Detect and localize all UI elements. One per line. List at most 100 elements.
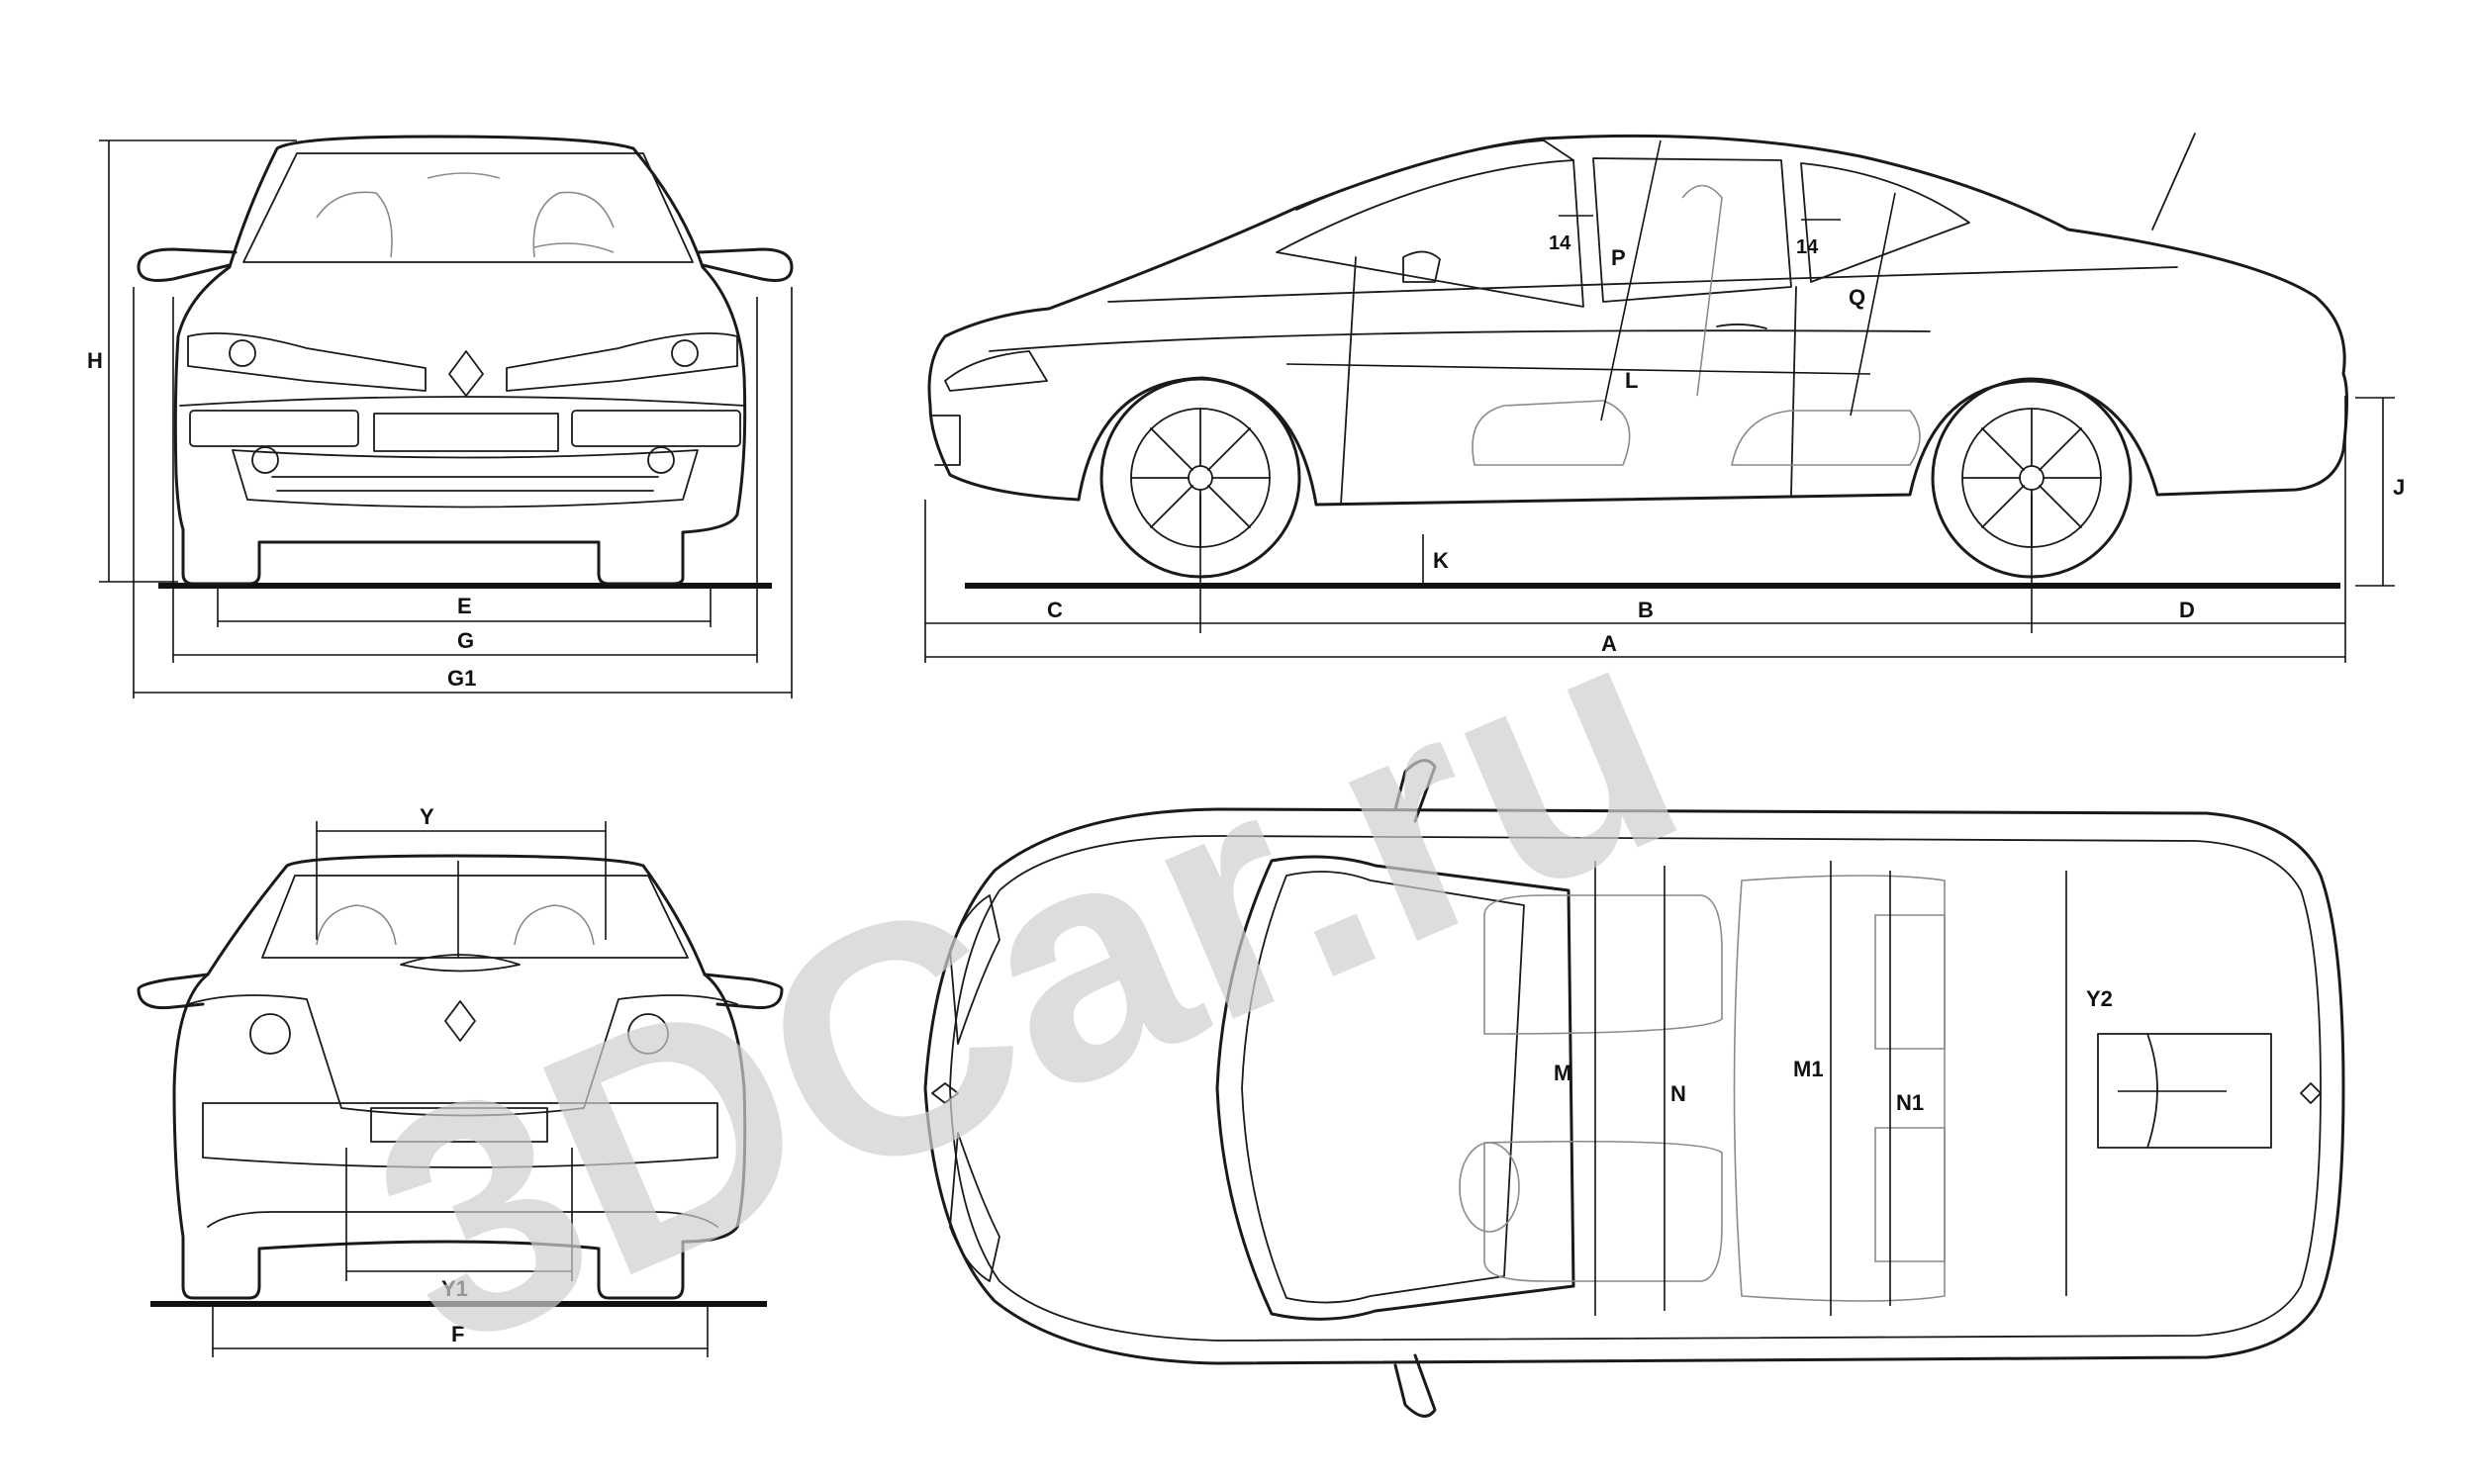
front-view: H E G G1 xyxy=(87,135,794,698)
rear-seat-right xyxy=(514,904,595,946)
watermark-text: 3DCar.ru xyxy=(329,550,1724,1418)
top-headlight-right xyxy=(949,1132,1000,1282)
top-body-outline xyxy=(923,807,2345,1365)
side-roof-line xyxy=(1295,139,1574,211)
top-rear-seat-left xyxy=(1874,914,1946,1050)
label-g: G xyxy=(457,628,474,653)
top-headlight-left xyxy=(949,894,1000,1045)
front-intake-left xyxy=(189,410,359,447)
rear-window xyxy=(261,875,689,959)
dim-q-line xyxy=(1850,192,1896,417)
label-n1: N1 xyxy=(1896,1090,1924,1115)
label-k: K xyxy=(1433,548,1449,573)
side-mirror xyxy=(1402,250,1441,283)
steering-wheel xyxy=(533,242,615,253)
label-m: M xyxy=(1554,1061,1571,1085)
front-lamp-left xyxy=(229,339,256,367)
label-b: B xyxy=(1638,598,1654,622)
label-n: N xyxy=(1670,1081,1686,1106)
side-antenna xyxy=(2151,133,2196,231)
rear-mirror-right xyxy=(703,973,784,1010)
label-m1: M1 xyxy=(1793,1057,1824,1081)
rear-mirror-left xyxy=(137,973,210,1010)
front-mirror-right xyxy=(697,247,794,282)
label-c: C xyxy=(1047,598,1063,622)
front-headlight-right xyxy=(506,331,738,392)
top-boot-hinge xyxy=(2146,1033,2158,1149)
label-a: A xyxy=(1601,631,1617,656)
top-windshield-glass xyxy=(1241,871,1525,1304)
dim-p-line xyxy=(1600,139,1662,421)
label-angle-front: 14 xyxy=(1549,232,1571,254)
top-front-badge xyxy=(931,1082,959,1104)
front-intake-right xyxy=(571,410,741,447)
top-mirror-left xyxy=(1393,759,1437,823)
front-body-outline xyxy=(173,135,747,586)
rear-badge xyxy=(444,1000,476,1042)
side-rear-seat xyxy=(1731,410,1921,466)
label-y1: Y1 xyxy=(441,1276,468,1301)
rear-view: Y Y1 F xyxy=(137,804,784,1357)
front-headlight-left xyxy=(187,331,427,392)
side-front-seatback xyxy=(1681,184,1723,397)
front-foglamp-left xyxy=(251,446,279,474)
label-g1: G1 xyxy=(447,666,476,691)
side-view: C B D A K J P Q L 14 14 xyxy=(924,133,2405,663)
rear-bumper-band xyxy=(202,1102,718,1168)
side-front-intake xyxy=(929,415,961,466)
side-headlight xyxy=(944,350,1048,392)
label-angle-rear: 14 xyxy=(1796,236,1819,258)
side-belt-line xyxy=(989,329,1931,352)
rear-view-mirror xyxy=(427,172,501,179)
label-j: J xyxy=(2393,475,2405,500)
front-bumper-line xyxy=(179,396,745,407)
rear-boot-lid xyxy=(187,994,738,1117)
front-windshield xyxy=(242,152,694,263)
label-y: Y xyxy=(420,804,434,829)
label-p: P xyxy=(1611,245,1626,270)
label-f: F xyxy=(451,1322,464,1346)
side-rear-wheel xyxy=(1931,377,2133,579)
top-front-seat-right xyxy=(1483,1140,1723,1282)
rear-license-plate xyxy=(370,1107,548,1143)
side-door-front-edge xyxy=(1340,256,1357,506)
side-rear-window xyxy=(1800,162,1970,283)
watermark: 3DCar.ru xyxy=(329,550,1724,1418)
rear-seat-left xyxy=(316,904,397,946)
top-steering-wheel xyxy=(1459,1142,1520,1233)
label-q: Q xyxy=(1849,285,1865,310)
side-front-window xyxy=(1276,159,1584,308)
top-mirror-right xyxy=(1393,1353,1437,1418)
front-foglamp-right xyxy=(647,446,675,474)
top-rear-seat-right xyxy=(1874,1127,1946,1262)
label-y2: Y2 xyxy=(2086,986,2113,1011)
side-front-seat xyxy=(1472,400,1631,466)
front-badge xyxy=(448,350,484,397)
top-front-seat-left xyxy=(1483,894,1723,1035)
side-door-handle xyxy=(1716,324,1767,329)
rear-light-left xyxy=(249,1013,291,1055)
front-seat-right xyxy=(532,191,615,258)
rear-spoiler-light xyxy=(400,954,521,973)
front-mirror-left xyxy=(137,247,238,282)
rear-bumper-lower xyxy=(207,1211,718,1228)
side-body-outline xyxy=(927,134,2348,507)
rear-body-outline xyxy=(172,854,747,1300)
front-lower-grille xyxy=(232,449,699,509)
front-license-plate xyxy=(373,413,559,452)
side-door-rear-edge xyxy=(1790,286,1797,496)
dim-l-line xyxy=(1285,363,1871,375)
top-rear-badge xyxy=(2300,1082,2322,1104)
label-e: E xyxy=(457,594,472,618)
rear-light-right xyxy=(627,1013,669,1055)
label-d: D xyxy=(2179,598,2195,622)
front-lamp-right xyxy=(671,339,699,367)
side-mid-window xyxy=(1592,157,1792,303)
front-seat-left xyxy=(316,191,393,258)
top-view: M N M1 N1 Y2 xyxy=(923,759,2345,1418)
label-l: L xyxy=(1625,368,1638,393)
top-boot-lid xyxy=(2097,1033,2272,1149)
top-windshield-frame xyxy=(1215,855,1575,1321)
side-shoulder-line xyxy=(1107,266,2178,303)
